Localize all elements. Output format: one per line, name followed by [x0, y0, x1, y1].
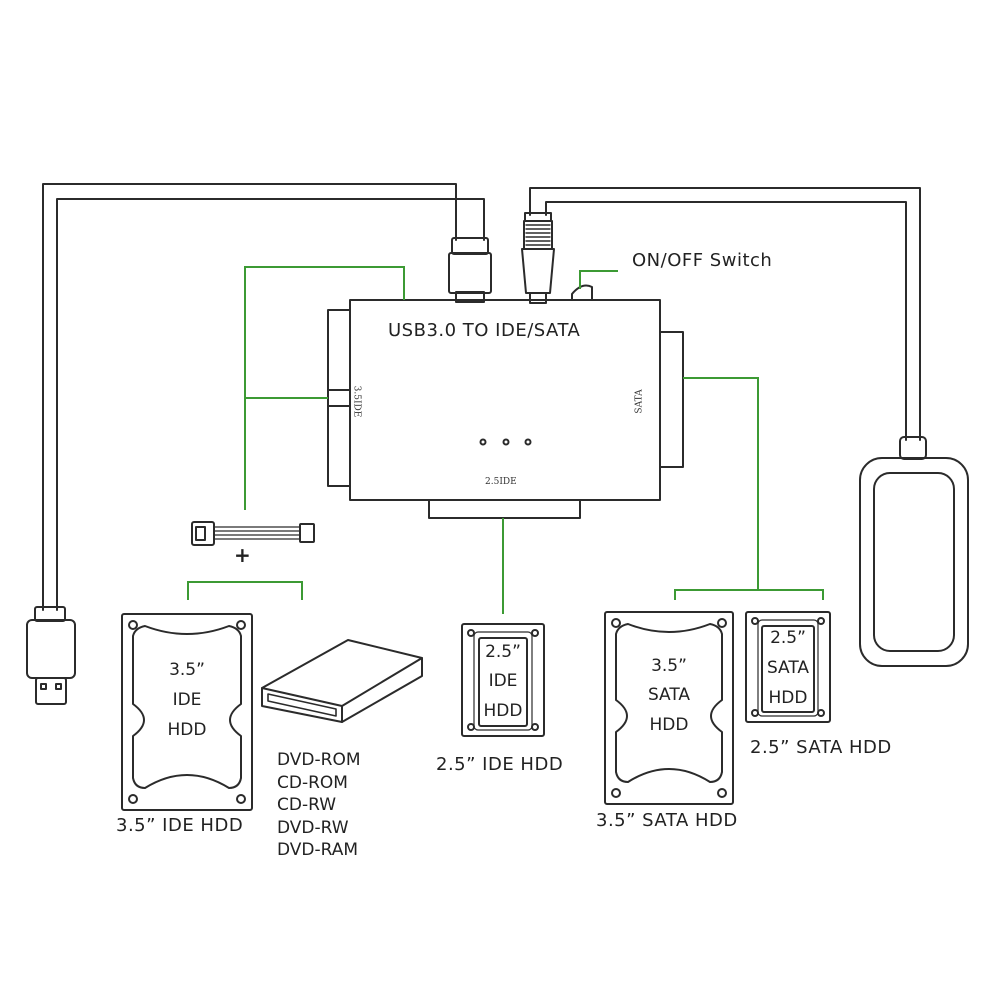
dc-power-plug-icon [521, 212, 555, 304]
ide35-size: 3.5” [169, 660, 205, 680]
plus-sign: + [234, 543, 251, 567]
ide35-type: IDE [172, 690, 202, 710]
power-cable [529, 187, 921, 441]
switch-label: ON/OFF Switch [632, 250, 773, 271]
link-ide35-devices [187, 581, 303, 600]
adapter-body [327, 284, 684, 519]
hdd-35-sata-icon [604, 611, 734, 805]
link-switch [579, 270, 618, 289]
ide35-kind: HDD [167, 720, 207, 740]
optical-item: CD-RW [277, 795, 337, 815]
sata35-type: SATA [647, 685, 691, 705]
usb-plug-icon [26, 606, 76, 705]
optical-drive-icon [261, 639, 423, 723]
sata25-kind: HDD [768, 688, 808, 708]
ide25-size: 2.5” [485, 642, 521, 662]
optical-item: DVD-RAM [277, 840, 359, 860]
usb-cable [42, 183, 485, 611]
link-sata-devices [674, 589, 824, 600]
optical-item: CD-ROM [277, 772, 348, 793]
usb-connector-icon [448, 237, 492, 303]
sata35-size: 3.5” [651, 656, 687, 676]
ide25-caption: 2.5” IDE HDD [436, 754, 564, 775]
link-ide35 [244, 266, 405, 510]
port-label-right: SATA [634, 389, 645, 414]
sata35-caption: 3.5” SATA HDD [596, 810, 738, 831]
ide25-type: IDE [488, 671, 518, 691]
power-adapter-icon [859, 436, 969, 667]
power-splitter-icon [191, 521, 315, 546]
sata25-type: SATA [766, 658, 810, 678]
ide25-kind: HDD [483, 701, 523, 721]
hdd-25-sata-icon [745, 611, 831, 723]
adapter-title: USB3.0 TO IDE/SATA [388, 320, 581, 341]
status-led-icon [479, 438, 532, 446]
port-label-bottom: 2.5IDE [485, 477, 517, 487]
hdd-25-ide-icon [461, 623, 545, 737]
ide35-caption: 3.5” IDE HDD [116, 815, 244, 836]
optical-item: DVD-RW [277, 817, 349, 838]
optical-item: DVD-ROM [277, 750, 361, 770]
hdd-35-ide-icon [121, 613, 253, 811]
optical-drive-list: DVD-ROM CD-ROM CD-RW DVD-RW DVD-RAM [277, 749, 361, 862]
port-label-left: 3.5IDE [351, 385, 362, 418]
sata25-caption: 2.5” SATA HDD [750, 737, 892, 758]
sata35-kind: HDD [649, 715, 689, 735]
sata25-size: 2.5” [770, 628, 806, 648]
connection-lines [187, 266, 824, 614]
link-sata [683, 377, 759, 590]
